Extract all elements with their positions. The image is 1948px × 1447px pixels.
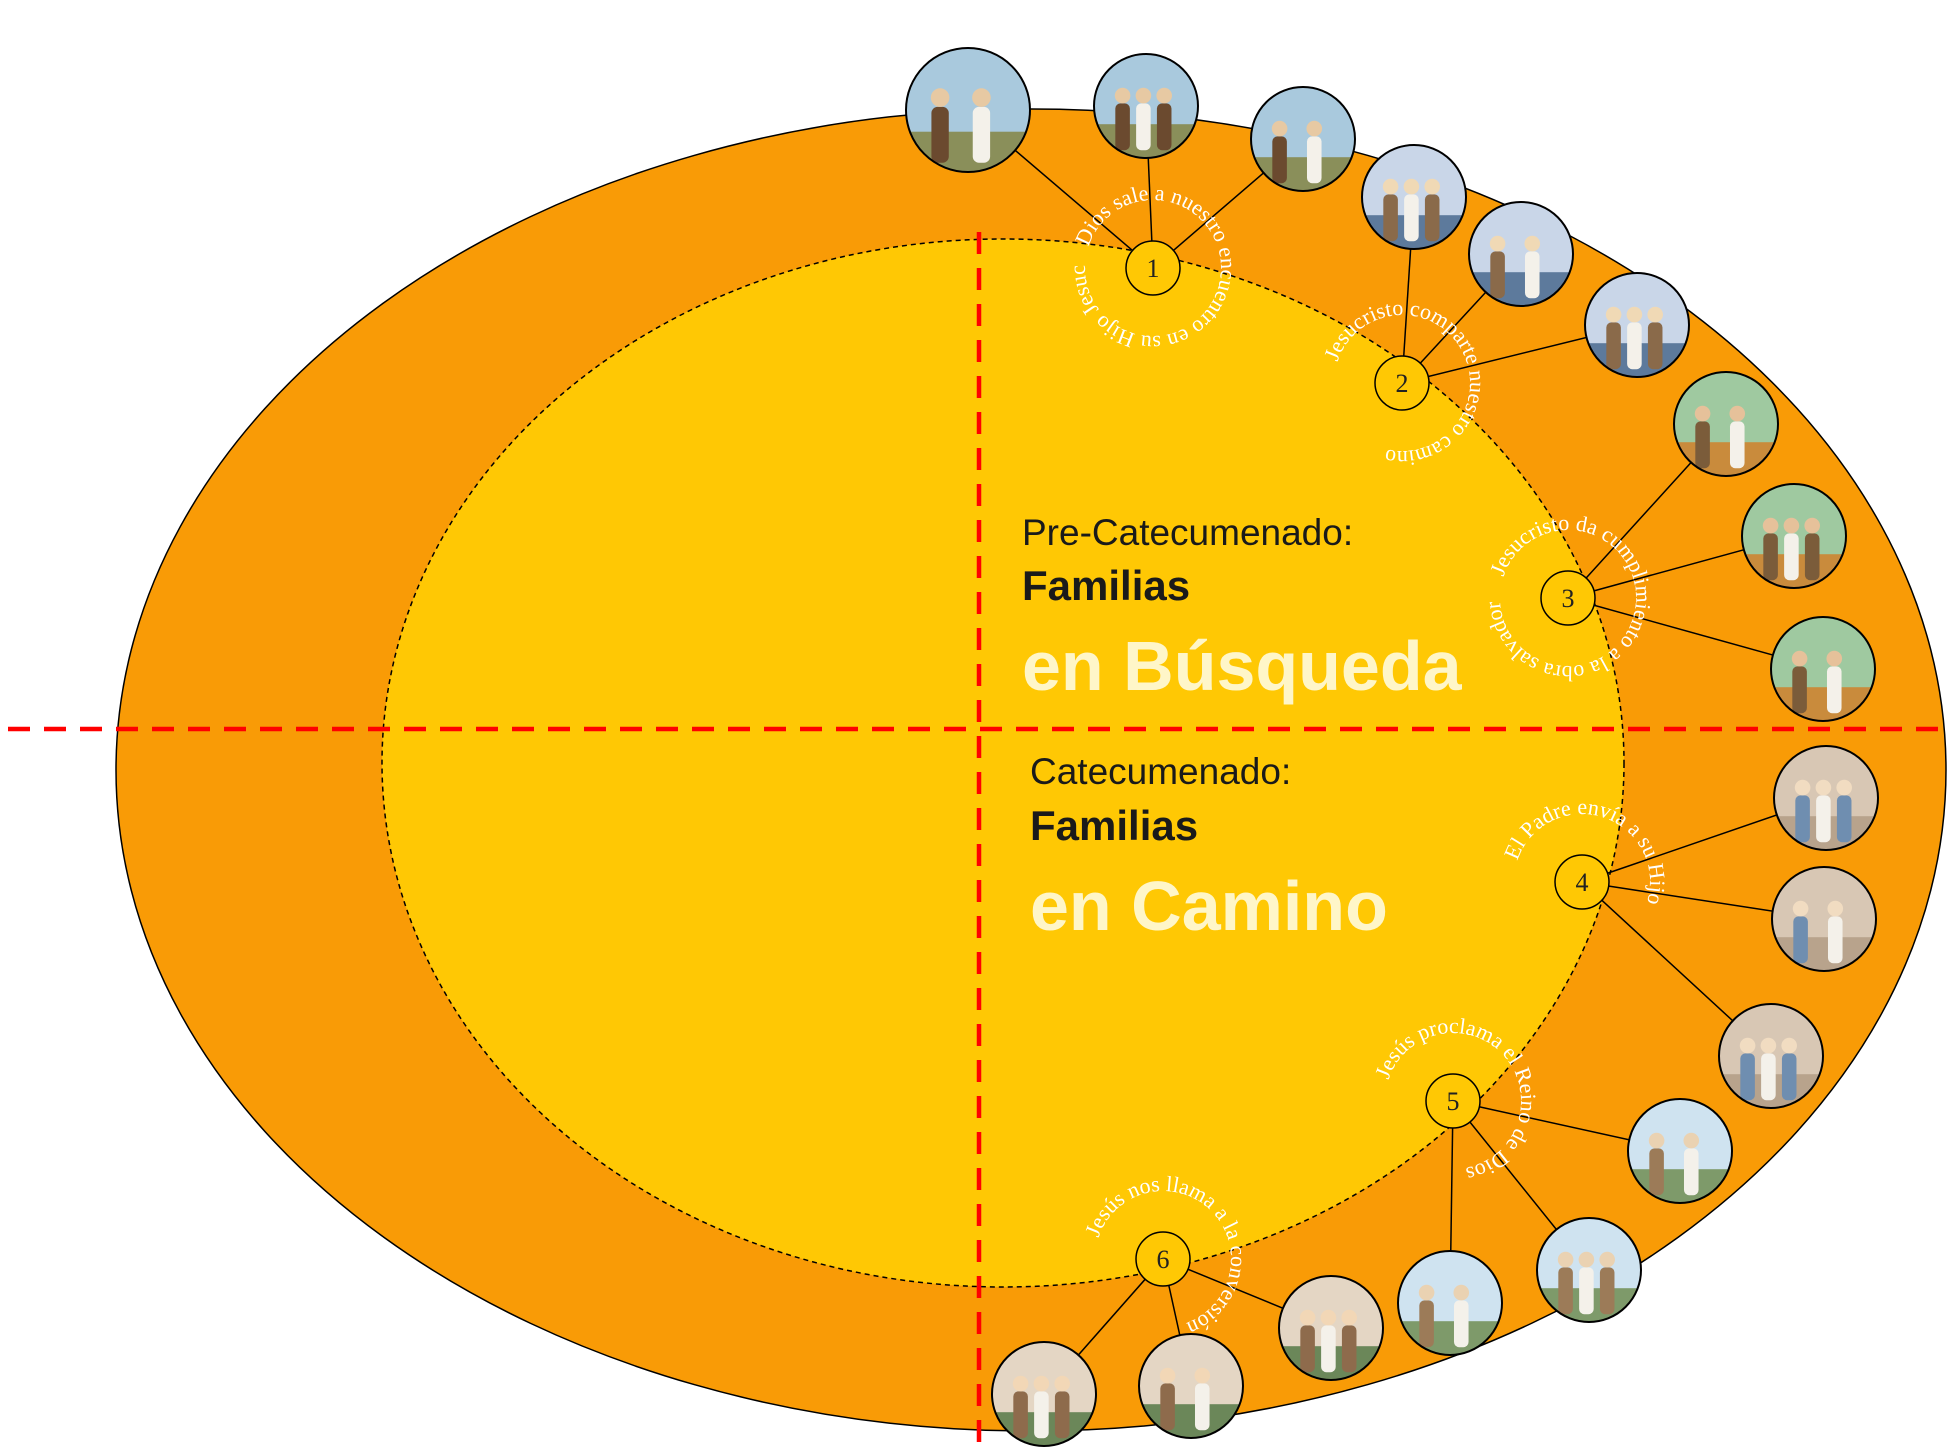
jesus-with-disciples-image <box>905 47 1031 173</box>
stage-node <box>1425 1073 1481 1129</box>
stage-number: 3 <box>1562 584 1575 613</box>
stage-node <box>1374 355 1430 411</box>
stage-number: 4 <box>1576 868 1589 897</box>
boat-at-sunset-image <box>1250 86 1356 192</box>
lower-prefix: Catecumenado: <box>1030 751 1291 792</box>
call-of-disciple-image <box>991 1341 1097 1447</box>
upper-prefix: Pre-Catecumenado: <box>1022 512 1353 553</box>
jesus-healing-cripple-image <box>1536 1217 1642 1323</box>
stage-node <box>1135 1231 1191 1287</box>
stage-number: 5 <box>1447 1087 1460 1116</box>
upper-label-block: Pre-Catecumenado: Familias en Búsqueda <box>1022 512 1463 705</box>
stage-number: 1 <box>1147 254 1160 283</box>
upper-bold: Familias <box>1022 562 1190 609</box>
inner-ellipse <box>381 238 1625 1288</box>
stage-node <box>1125 240 1181 296</box>
stage-node <box>1540 570 1596 626</box>
jesus-teaching-group-image <box>1361 144 1467 250</box>
adam-and-eve-garden-image <box>1673 371 1779 477</box>
stage-number: 6 <box>1157 1245 1170 1274</box>
stage-number: 2 <box>1396 369 1409 398</box>
jesus-healing-blind-image <box>1584 272 1690 378</box>
upper-big: en Búsqueda <box>1022 627 1463 705</box>
lower-big: en Camino <box>1030 867 1388 945</box>
zacchaeus-tree-image <box>1138 1333 1244 1439</box>
burning-bush-image <box>1741 483 1847 589</box>
stage-node <box>1554 854 1610 910</box>
annunciation-angel-image <box>1773 745 1879 851</box>
lower-label-block: Catecumenado: Familias en Camino <box>1030 751 1388 945</box>
prophet-and-people-image <box>1770 616 1876 722</box>
lower-bold: Familias <box>1030 802 1198 849</box>
